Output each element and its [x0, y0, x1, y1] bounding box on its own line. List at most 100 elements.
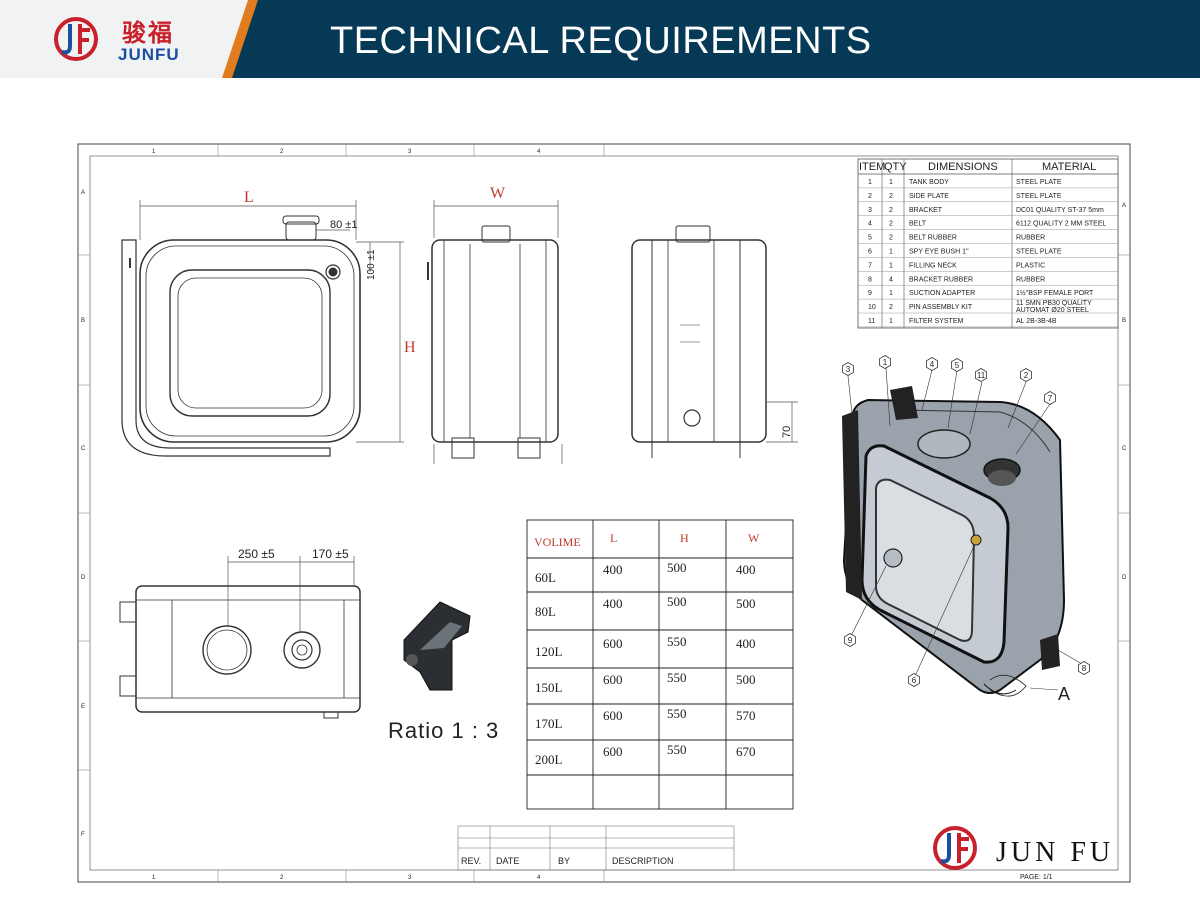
- bom-cell-material: RUBBER: [1016, 235, 1045, 242]
- balloon-marker: [1044, 391, 1056, 405]
- volume-cell: 500: [667, 594, 687, 609]
- bom-cell-material: AL 2B-3B-4B: [1016, 318, 1057, 325]
- bom-cell-material: 6112 QUALITY 2 MM STEEL: [1016, 221, 1106, 228]
- bom-cell-qty: 1: [889, 262, 893, 269]
- footer-logo-icon: [933, 826, 977, 870]
- bom-cell-dimensions: FILTER SYSTEM: [909, 318, 963, 325]
- dim-label-h: H: [404, 339, 416, 356]
- frame-col-2-bottom: 2: [280, 875, 284, 881]
- volume-cell: 670: [736, 744, 756, 759]
- volume-cell: 600: [603, 744, 623, 759]
- frame-row-b: B: [81, 318, 85, 324]
- bom-cell-qty: 2: [889, 221, 893, 228]
- dim-70: 70: [781, 426, 793, 438]
- logo-panel: [0, 0, 258, 78]
- top-view: [119, 585, 361, 719]
- revision-description: DESCRIPTION: [612, 856, 674, 866]
- dim-80: 80 ±1: [330, 219, 357, 231]
- balloon-marker: [908, 673, 920, 687]
- balloon-marker: [879, 355, 891, 369]
- rear-view: [631, 225, 767, 458]
- detail-a-bracket: [403, 601, 471, 691]
- bom-cell-material: RUBBER: [1016, 276, 1045, 283]
- volume-cell: 600: [603, 636, 623, 651]
- dim-label-l: L: [244, 189, 254, 206]
- front-view: [121, 215, 361, 457]
- bom-cell-item: 3: [868, 207, 872, 214]
- frame-row-c: C: [81, 446, 86, 452]
- revision-by: BY: [558, 856, 570, 866]
- frame-row-d-right: D: [1122, 575, 1127, 581]
- volume-header-volume: VOLIME: [534, 535, 581, 549]
- revision-table: [457, 825, 735, 871]
- balloon-marker: [926, 357, 938, 371]
- volume-table: [526, 519, 794, 810]
- bom-cell-qty: 2: [889, 207, 893, 214]
- bom-cell-dimensions: SPY EYE BUSH 1": [909, 249, 969, 256]
- volume-cell: 120L: [535, 644, 563, 659]
- balloon-label: 8: [1082, 664, 1087, 673]
- isometric-view: [842, 386, 1066, 697]
- bom-cell-item: 10: [868, 304, 876, 311]
- volume-cell: 550: [667, 706, 687, 721]
- revision-rev: REV.: [461, 856, 481, 866]
- rear-view-dimensions: [766, 401, 798, 443]
- bom-cell-qty: 1: [889, 249, 893, 256]
- frame-col-1: 1: [152, 149, 156, 155]
- frame-row-a: A: [81, 190, 85, 196]
- volume-header-w: W: [748, 531, 760, 545]
- frame-col-1-bottom: 1: [152, 875, 156, 881]
- volume-cell: 500: [736, 672, 756, 687]
- bom-cell-material: STEEL PLATE: [1016, 179, 1062, 186]
- frame-row-d: D: [81, 575, 86, 581]
- frame-row-b-right: B: [1122, 318, 1126, 324]
- bom-header-item: ITEM: [859, 161, 885, 173]
- bom-cell-dimensions: BELT RUBBER: [909, 235, 957, 242]
- balloon-label: 2: [1024, 371, 1029, 380]
- volume-cell: 170L: [535, 716, 563, 731]
- bom-cell-dimensions: BRACKET: [909, 207, 943, 214]
- isometric-leaders: [847, 367, 1083, 691]
- page-title: TECHNICAL REQUIREMENTS: [330, 20, 872, 62]
- balloon-label: 11: [977, 371, 986, 380]
- bom-cell-qty: 2: [889, 235, 893, 242]
- frame-col-4-bottom: 4: [537, 875, 541, 881]
- balloon-label: 4: [930, 360, 935, 369]
- revision-date: DATE: [496, 856, 519, 866]
- bom-cell-material: STEEL PLATE: [1016, 249, 1062, 256]
- bom-cell-dimensions: TANK BODY: [909, 179, 949, 186]
- bom-cell-qty: 1: [889, 318, 893, 325]
- balloon-marker: [975, 368, 987, 382]
- page-number: PAGE: 1/1: [1020, 874, 1053, 881]
- balloon-marker: [1078, 661, 1090, 675]
- bom-cell-dimensions: BRACKET RUBBER: [909, 276, 973, 283]
- dim-label-w: W: [490, 185, 506, 202]
- frame-col-2: 2: [280, 149, 284, 155]
- bom-cell-material: STEEL PLATE: [1016, 193, 1062, 200]
- bom-cell-material: DC01 QUALITY ST-37 5mm: [1016, 207, 1104, 214]
- bom-header-qty: QTY: [884, 161, 907, 173]
- frame-row-e: E: [81, 704, 85, 710]
- bom-header-material: MATERIAL: [1042, 161, 1096, 173]
- front-view-dimensions: [139, 200, 404, 443]
- frame-row-a-right: A: [1122, 203, 1126, 209]
- volume-cell: 400: [736, 636, 756, 651]
- bom-cell-qty: 2: [889, 193, 893, 200]
- volume-cell: 200L: [535, 752, 563, 767]
- top-view-dimensions: [227, 556, 355, 632]
- bom-cell-qty: 1: [889, 179, 893, 186]
- frame-col-4: 4: [537, 149, 541, 155]
- balloon-label: 5: [955, 361, 960, 370]
- bom-cell-item: 1: [868, 179, 872, 186]
- bom-cell-item: 8: [868, 276, 872, 283]
- volume-cell: 570: [736, 708, 756, 723]
- dim-250: 250 ±5: [238, 547, 275, 561]
- volume-cell: 500: [667, 560, 687, 575]
- balloon-marker: [951, 358, 963, 372]
- bom-cell-material: PLASTIC: [1016, 262, 1045, 269]
- bom-header-dimensions: DIMENSIONS: [928, 161, 998, 173]
